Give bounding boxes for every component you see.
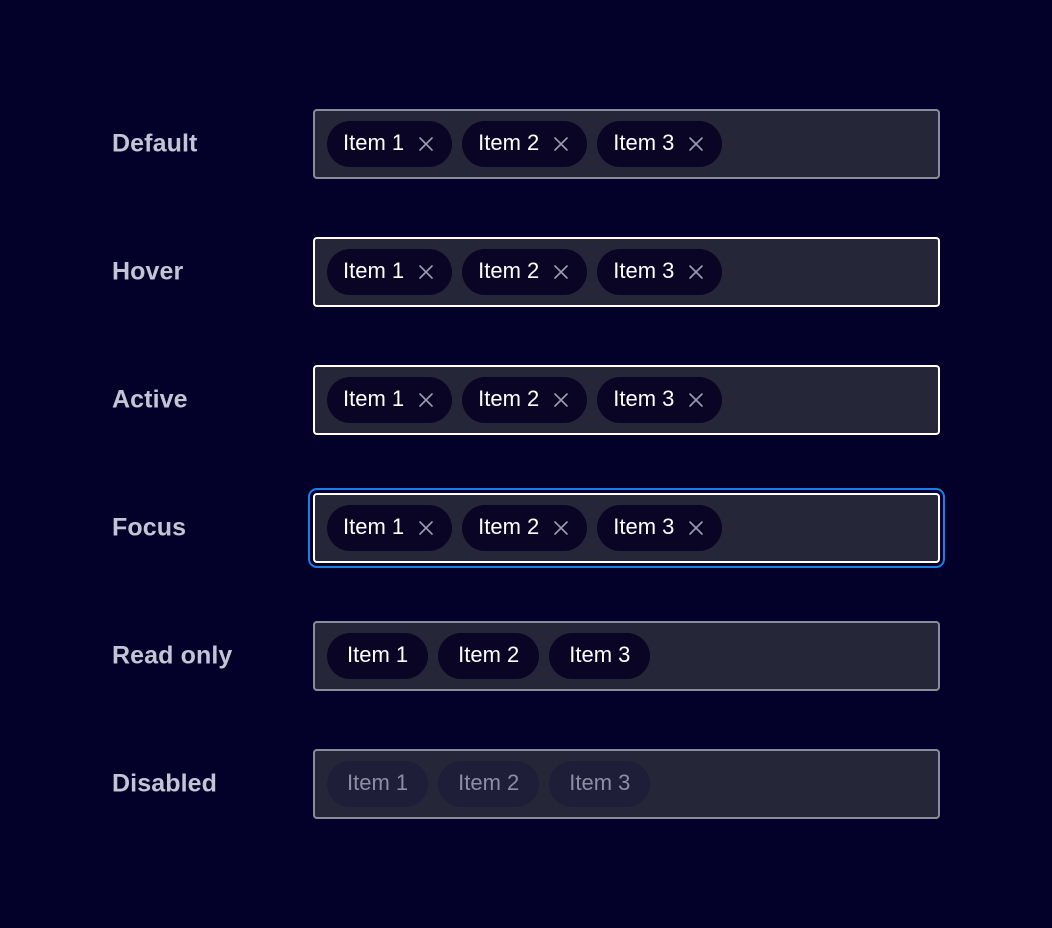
chip[interactable]: Item 3 xyxy=(597,505,723,551)
state-label: Default xyxy=(112,129,198,158)
chip[interactable]: Item 1 xyxy=(327,249,453,295)
close-icon[interactable] xyxy=(551,390,571,410)
chip-label: Item 1 xyxy=(343,386,405,411)
close-icon[interactable] xyxy=(551,518,571,538)
chip[interactable]: Item 2 xyxy=(462,505,588,551)
chip-label: Item 2 xyxy=(478,258,540,283)
chip-label: Item 3 xyxy=(613,386,675,411)
chip-label: Item 1 xyxy=(343,130,405,155)
state-row: Active Item 1 Item 2 Item 3 xyxy=(0,365,1052,435)
chip-label: Item 1 xyxy=(347,642,409,667)
chip-label: Item 3 xyxy=(569,642,631,667)
chip-label: Item 2 xyxy=(478,386,540,411)
chip-label: Item 1 xyxy=(343,514,405,539)
close-icon[interactable] xyxy=(416,518,436,538)
chip-label: Item 3 xyxy=(613,130,675,155)
chips-input-field[interactable]: Item 1 Item 2 Item 3 xyxy=(313,237,940,307)
chip-label: Item 3 xyxy=(569,770,631,795)
chip-label: Item 2 xyxy=(478,130,540,155)
chip-label: Item 3 xyxy=(613,514,675,539)
close-icon[interactable] xyxy=(551,134,571,154)
chip[interactable]: Item 3 xyxy=(597,121,723,167)
chips-input-field[interactable]: Item 1 Item 2 Item 3 xyxy=(313,493,940,563)
chip[interactable]: Item 1 xyxy=(327,633,429,679)
state-label: Disabled xyxy=(112,769,217,798)
chip[interactable]: Item 1 xyxy=(327,505,453,551)
state-label: Active xyxy=(112,385,188,414)
chip[interactable]: Item 2 xyxy=(438,633,540,679)
close-icon[interactable] xyxy=(416,262,436,282)
state-row: Hover Item 1 Item 2 Item 3 xyxy=(0,237,1052,307)
state-row: Focus Item 1 Item 2 Item 3 xyxy=(0,493,1052,563)
chip: Item 2 xyxy=(438,761,540,807)
chips-input-field[interactable]: Item 1 Item 2 Item 3 xyxy=(313,621,940,691)
chip-label: Item 2 xyxy=(478,514,540,539)
close-icon[interactable] xyxy=(686,518,706,538)
state-row: Default Item 1 Item 2 Item 3 xyxy=(0,109,1052,179)
chips-input-field: Item 1 Item 2 Item 3 xyxy=(313,749,940,819)
close-icon[interactable] xyxy=(686,262,706,282)
chip[interactable]: Item 3 xyxy=(597,377,723,423)
chip[interactable]: Item 2 xyxy=(462,249,588,295)
state-row: Disabled Item 1 Item 2 Item 3 xyxy=(0,749,1052,819)
close-icon[interactable] xyxy=(686,134,706,154)
chips-input-field[interactable]: Item 1 Item 2 Item 3 xyxy=(313,365,940,435)
chip: Item 1 xyxy=(327,761,429,807)
close-icon[interactable] xyxy=(686,390,706,410)
state-label: Hover xyxy=(112,257,184,286)
chip[interactable]: Item 3 xyxy=(549,633,651,679)
chip-label: Item 1 xyxy=(343,258,405,283)
chip: Item 3 xyxy=(549,761,651,807)
chip-label: Item 1 xyxy=(347,770,409,795)
chip[interactable]: Item 1 xyxy=(327,377,453,423)
chip-label: Item 3 xyxy=(613,258,675,283)
chip[interactable]: Item 1 xyxy=(327,121,453,167)
chip[interactable]: Item 2 xyxy=(462,377,588,423)
state-label: Read only xyxy=(112,641,233,670)
close-icon[interactable] xyxy=(416,390,436,410)
chip-label: Item 2 xyxy=(458,770,520,795)
state-label: Focus xyxy=(112,513,187,542)
chip[interactable]: Item 2 xyxy=(462,121,588,167)
close-icon[interactable] xyxy=(416,134,436,154)
state-row: Read only Item 1 Item 2 Item 3 xyxy=(0,621,1052,691)
chip[interactable]: Item 3 xyxy=(597,249,723,295)
close-icon[interactable] xyxy=(551,262,571,282)
chips-input-field[interactable]: Item 1 Item 2 Item 3 xyxy=(313,109,940,179)
chip-label: Item 2 xyxy=(458,642,520,667)
